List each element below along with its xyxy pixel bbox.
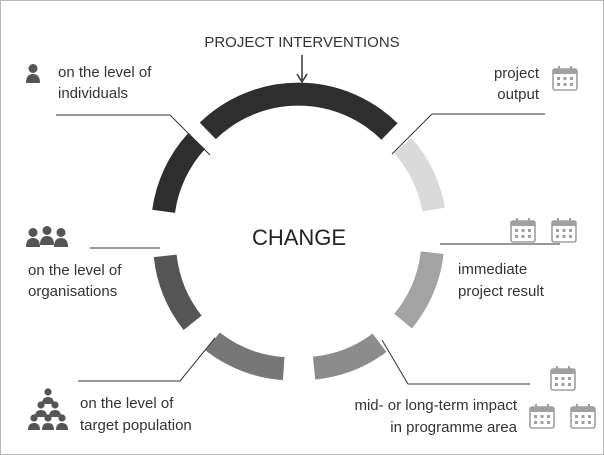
project-interventions-label: PROJECT INTERVENTIONS	[204, 34, 399, 51]
arrow-down-icon	[296, 55, 308, 84]
calendar-icon	[551, 217, 577, 243]
person-icon	[26, 64, 40, 83]
population-icon	[28, 388, 68, 430]
calendar-icon	[529, 403, 555, 429]
output-label-line1: project	[494, 65, 540, 82]
calendar-icon	[570, 403, 596, 429]
impact-label-line1: mid- or long-term impact	[354, 397, 517, 414]
individuals-label-line1: on the level of	[58, 64, 152, 81]
output-label-line2: output	[497, 86, 540, 103]
population-label-line1: on the level of	[80, 395, 174, 412]
ring-segment-organisations	[153, 254, 202, 330]
ring-segment-project-result	[394, 251, 444, 329]
individuals-label-line2: individuals	[58, 85, 128, 102]
result-label-line2: project result	[458, 283, 545, 300]
calendar-icon	[510, 217, 536, 243]
ring-segment-project-output	[393, 137, 445, 212]
ring-segment-project-interventions	[199, 82, 398, 140]
change-ring	[152, 82, 445, 381]
population-label-line2: target population	[80, 417, 192, 434]
ring-segment-target-population	[205, 332, 285, 381]
calendar-icon	[552, 65, 578, 91]
leader-lines	[56, 113, 560, 385]
change-label: CHANGE	[252, 225, 346, 250]
organisations-label-line1: on the level of	[28, 262, 122, 279]
ring-segment-individuals	[152, 133, 206, 214]
group-icon	[26, 226, 68, 247]
organisations-label-line2: organisations	[28, 283, 117, 300]
calendar-icon	[550, 365, 576, 391]
result-label-line1: immediate	[458, 261, 527, 278]
ring-segment-impact	[312, 333, 387, 380]
impact-label-line2: in programme area	[390, 419, 517, 436]
